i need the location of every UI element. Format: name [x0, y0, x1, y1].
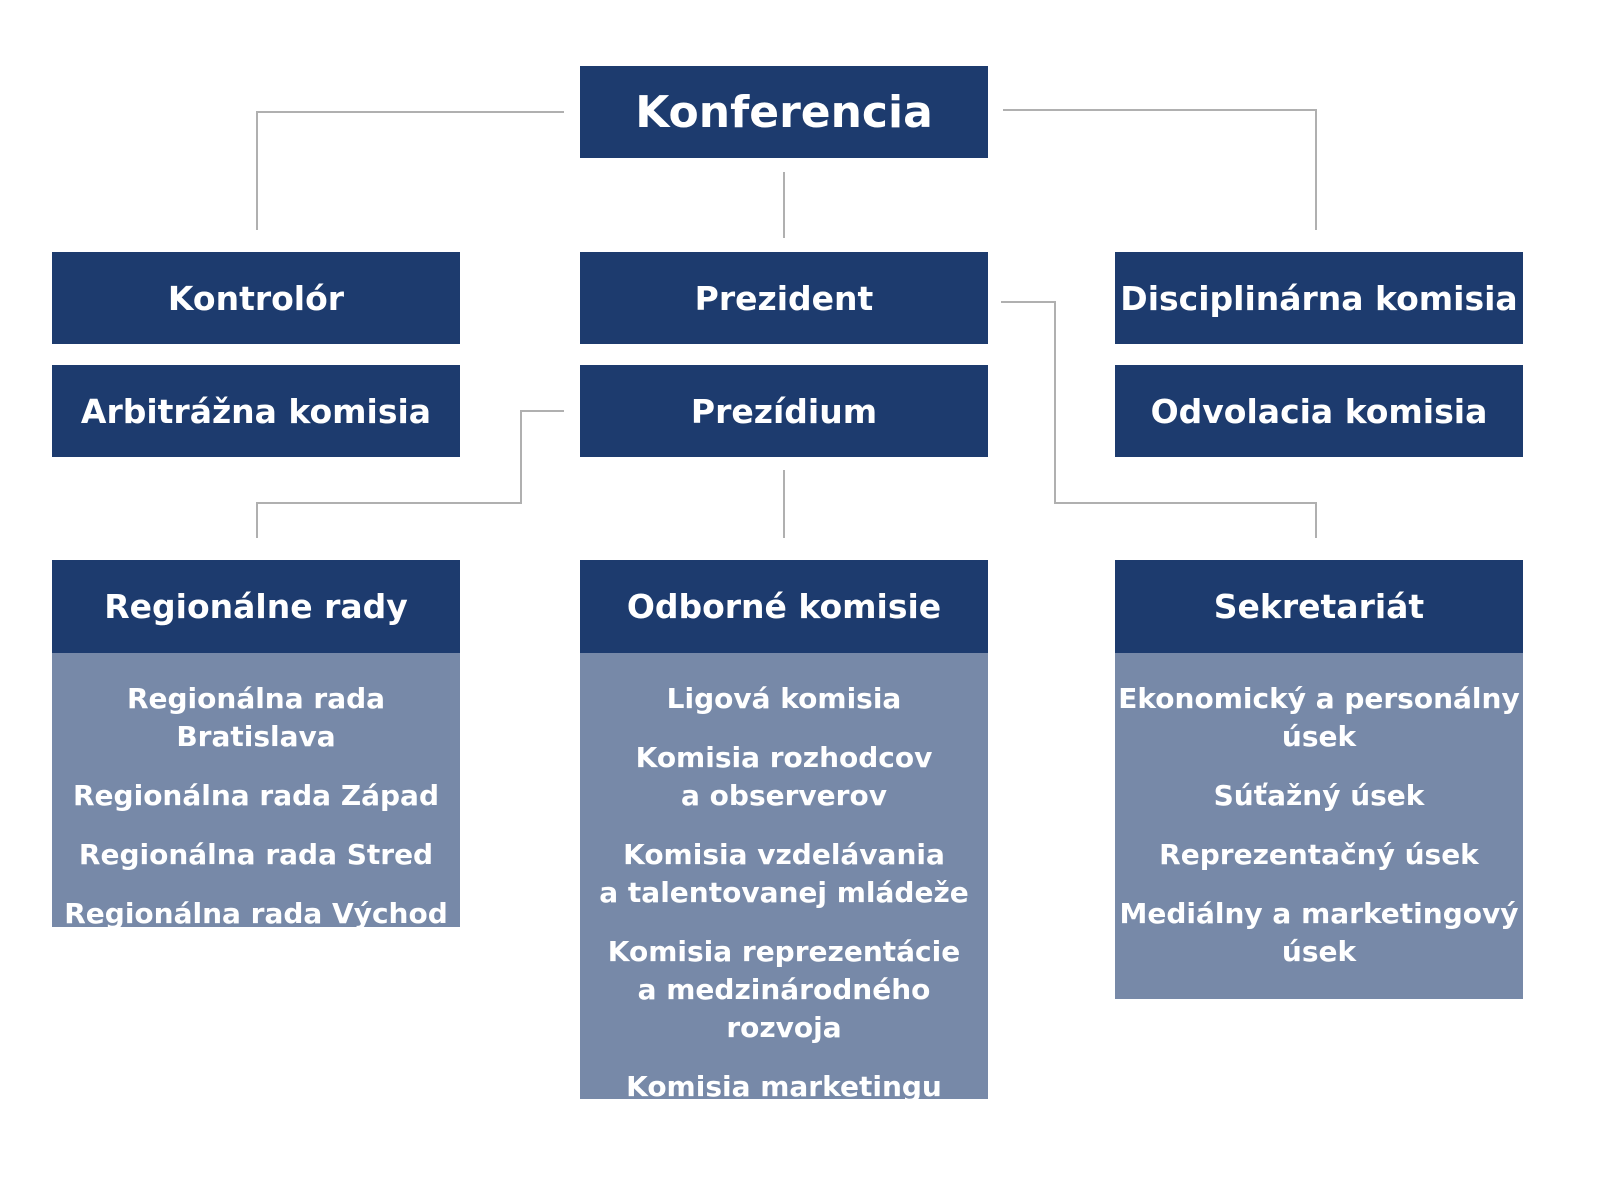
arbitrazna-komisia-label: Arbitrážna komisia [80, 391, 432, 431]
disciplinarna-komisia-box: Disciplinárna komisia [1115, 252, 1523, 344]
list-item: Regionálna rada Bratislava [126, 682, 386, 753]
list-item: Komisia reprezentácie a medzinárodného r… [607, 935, 961, 1044]
arbitrazna-komisia-box: Arbitrážna komisia [52, 365, 460, 457]
list-item: Regionálna rada Východ [64, 897, 448, 930]
regionalne-rady-header: Regionálne rady [52, 560, 460, 653]
list-item: Ekonomický a personálny úsek [1118, 682, 1520, 753]
sekretariat-header: Sekretariát [1115, 560, 1523, 653]
konferencia-box: Konferencia [580, 66, 988, 158]
list-item: Komisia rozhodcov a observerov [635, 741, 933, 812]
list-item: Regionálna rada Stred [78, 838, 434, 871]
list-item: Súťažný úsek [1213, 779, 1425, 812]
list-item: Reprezentačný úsek [1159, 838, 1479, 871]
prezidium-box: Prezídium [580, 365, 988, 457]
list-item: Ligová komisia [666, 682, 902, 715]
connector-konferencia-kontrolor [256, 111, 564, 230]
regionalne-rady-list: Regionálna rada Bratislava Regionálna ra… [52, 653, 460, 930]
kontrolor-label: Kontrolór [167, 278, 345, 318]
connector-prezident-sekretariat [1001, 301, 1317, 538]
prezident-label: Prezident [694, 278, 874, 318]
regionalne-rady-title: Regionálne rady [104, 587, 408, 626]
odborne-komisie-list: Ligová komisia Komisia rozhodcov a obser… [580, 653, 988, 1103]
list-item: Regionálna rada Západ [73, 779, 439, 812]
list-item: Mediálny a marketingový úsek [1119, 897, 1519, 968]
list-item: Komisia marketingu [626, 1070, 942, 1103]
odvolacia-komisia-label: Odvolacia komisia [1150, 391, 1488, 431]
disciplinarna-komisia-label: Disciplinárna komisia [1120, 278, 1518, 318]
odborne-komisie-title: Odborné komisie [626, 587, 942, 626]
sekretariat-list: Ekonomický a personálny úsek Súťažný úse… [1115, 653, 1523, 999]
prezident-box: Prezident [580, 252, 988, 344]
connector-konferencia-disciplinarna [1003, 109, 1317, 230]
odborne-komisie-header: Odborné komisie [580, 560, 988, 653]
sekretariat-title: Sekretariát [1213, 587, 1425, 626]
odvolacia-komisia-box: Odvolacia komisia [1115, 365, 1523, 457]
connector-prezidium-regionalne [256, 410, 564, 538]
kontrolor-box: Kontrolór [52, 252, 460, 344]
list-item: Komisia vzdelávania a talentovanej mláde… [599, 838, 969, 909]
prezidium-label: Prezídium [690, 391, 878, 431]
konferencia-label: Konferencia [635, 86, 933, 138]
